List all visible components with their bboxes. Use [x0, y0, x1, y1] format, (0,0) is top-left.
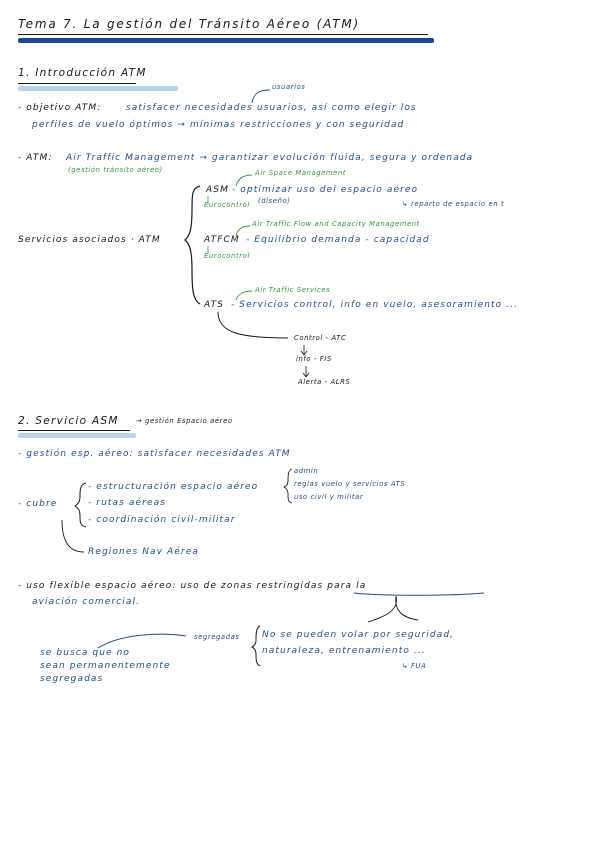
- atfcm-note: Air Traffic Flow and Capacity Management: [252, 220, 420, 228]
- section1-heading: 1. Introducción ATM: [18, 67, 147, 79]
- naturaleza-line: naturaleza, entrenamiento ...: [262, 646, 426, 656]
- atfcm-text: - Equilibrio demanda - capacidad: [246, 235, 430, 245]
- section2-heading: 2. Servicio ASM: [18, 415, 119, 427]
- se-busca-line-2: sean permanentemente: [40, 661, 171, 671]
- asm-green-note: Eurocontrol: [204, 201, 250, 209]
- no-se-pueden-line: No se pueden volar por seguridad,: [262, 630, 455, 640]
- cubre-item-3: - coordinación civil-militar: [88, 515, 236, 525]
- section1-highlight: [18, 86, 178, 91]
- ats-note-arrow: [235, 290, 253, 301]
- ats-text: - Servicios control, info en vuelo, ases…: [231, 300, 519, 310]
- objetivo-text: satisfacer necesidades usuarios, así com…: [126, 103, 417, 113]
- usuarios-arrow: [251, 89, 271, 104]
- se-busca-arrow: [97, 633, 187, 649]
- sub-info: info - FIS: [296, 355, 332, 363]
- cubre-item-2: - rutas aéreas: [88, 498, 166, 508]
- estructuracion-note-2: reglas vuelo y servicios ATS: [294, 480, 406, 488]
- estructuracion-note-1: admin: [294, 467, 319, 475]
- section2-heading-note: → gestión Espacio aéreo: [136, 417, 233, 425]
- cubre-brace: [74, 482, 87, 528]
- regiones-line: Regiones Nav Aérea: [88, 547, 199, 557]
- servicios-label: Servicios asociados · ATM: [18, 235, 161, 245]
- atfcm-green-note: Eurocontrol: [204, 252, 250, 260]
- asm-label: ASM: [206, 185, 229, 195]
- estructuracion-note-3: uso civil y militar: [294, 493, 364, 501]
- servicios-brace: [184, 185, 201, 305]
- regiones-arrow: [61, 519, 85, 553]
- asm-reparto: ↳ reparto de espacio en t: [402, 200, 505, 208]
- atfcm-label: ATFCM: [204, 235, 240, 245]
- zonas-underline: [353, 592, 485, 596]
- atm-note: (gestión tránsito aéreo): [68, 166, 163, 174]
- asm-note-arrow: [235, 174, 253, 187]
- fua-note: ↳ FUA: [402, 662, 427, 670]
- asm-note: Air Space Management: [255, 169, 347, 177]
- se-busca-line-3: segregadas: [40, 674, 104, 684]
- ats-sublist-arrow: [217, 311, 289, 339]
- control-info-arrow: [300, 345, 308, 356]
- section2-heading-underline: [18, 430, 130, 431]
- uso-flexible-line: - uso flexible espacio aéreo: uso de zon…: [18, 581, 367, 591]
- section2-highlight: [18, 433, 136, 438]
- estructuracion-brace: [282, 468, 293, 504]
- title-underline: [18, 34, 428, 35]
- info-alerta-arrow: [302, 366, 310, 378]
- atfcm-note-arrow: [235, 225, 251, 237]
- se-busca-line-1: se busca que no: [40, 648, 131, 658]
- objetivo-label: - objetivo ATM:: [18, 103, 102, 113]
- page-title: Tema 7. La gestión del Tránsito Aéreo (A…: [18, 17, 360, 31]
- segregadas-brace: [250, 625, 261, 667]
- cubre-item-1: - estructuración espacio aéreo: [88, 482, 259, 492]
- cubre-label: - cubre: [18, 499, 58, 509]
- sub-alerta: Alerta - ALRS: [298, 378, 351, 386]
- sub-control: Control - ATC: [294, 334, 347, 342]
- uso-flexible-line2: aviación comercial.: [32, 597, 141, 607]
- note-usuarios: usuarios: [272, 83, 306, 91]
- zonas-arrow: [367, 595, 397, 623]
- ats-label: ATS: [204, 300, 225, 310]
- segregadas-label: segregadas: [194, 633, 240, 641]
- title-bar: [18, 38, 434, 43]
- objetivo-line2: perfiles de vuelo óptimos → mínimas rest…: [32, 120, 405, 130]
- ats-note: Air Traffic Services: [255, 286, 331, 294]
- atm-label: - ATM:: [18, 153, 53, 163]
- zonas-branch: [395, 595, 419, 621]
- gestion-line: - gestión esp. aéreo: satisfacer necesid…: [18, 449, 291, 459]
- asm-text: - optimizar uso del espacio aéreo: [232, 185, 419, 195]
- atm-text: Air Traffic Management → garantizar evol…: [66, 153, 474, 163]
- asm-diseno: (diseño): [258, 197, 291, 205]
- section1-heading-underline: [18, 83, 136, 84]
